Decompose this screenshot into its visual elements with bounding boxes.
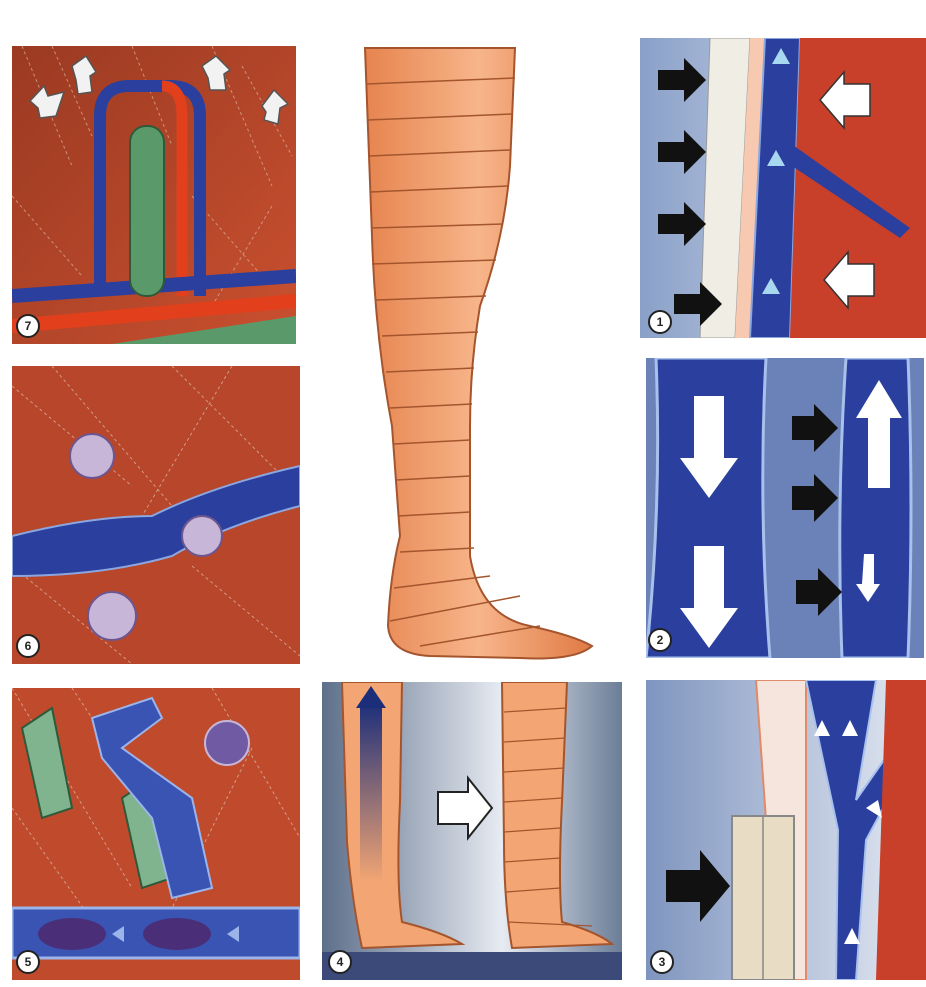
capillary-loop-illustration — [12, 46, 296, 344]
panel-number-badge: 3 — [650, 950, 674, 974]
panel-number-badge: 6 — [16, 634, 40, 658]
panel-number-badge: 7 — [16, 314, 40, 338]
leg-comparison-illustration — [322, 682, 622, 980]
panel-lymph-drainage: 5 — [12, 688, 300, 980]
panel-bandaged-leg — [320, 36, 610, 666]
panel-vein-valves: 2 — [646, 358, 924, 658]
compression-layers-illustration — [640, 38, 926, 338]
panel-number-badge: 5 — [16, 950, 40, 974]
leg-outline — [365, 48, 592, 659]
cell-icon — [205, 721, 249, 765]
panel-capillary-loop: 7 — [12, 46, 296, 344]
pad-compression-illustration — [646, 680, 926, 980]
vein-valves-illustration — [646, 358, 924, 658]
panel-pad-compression: 3 — [646, 680, 926, 980]
panel-number-badge: 1 — [648, 310, 672, 334]
macrophage-illustration — [12, 366, 300, 664]
panel-macrophage-vein: 6 — [12, 366, 300, 664]
leg-icon — [320, 36, 610, 666]
panel-leg-comparison: 4 — [322, 682, 622, 980]
lymph-vessel — [130, 126, 164, 296]
panel-compression-layers: 1 — [640, 38, 926, 338]
lymph-drainage-illustration — [12, 688, 300, 980]
panel-number-badge: 4 — [328, 950, 352, 974]
panel-number-badge: 2 — [648, 628, 672, 652]
